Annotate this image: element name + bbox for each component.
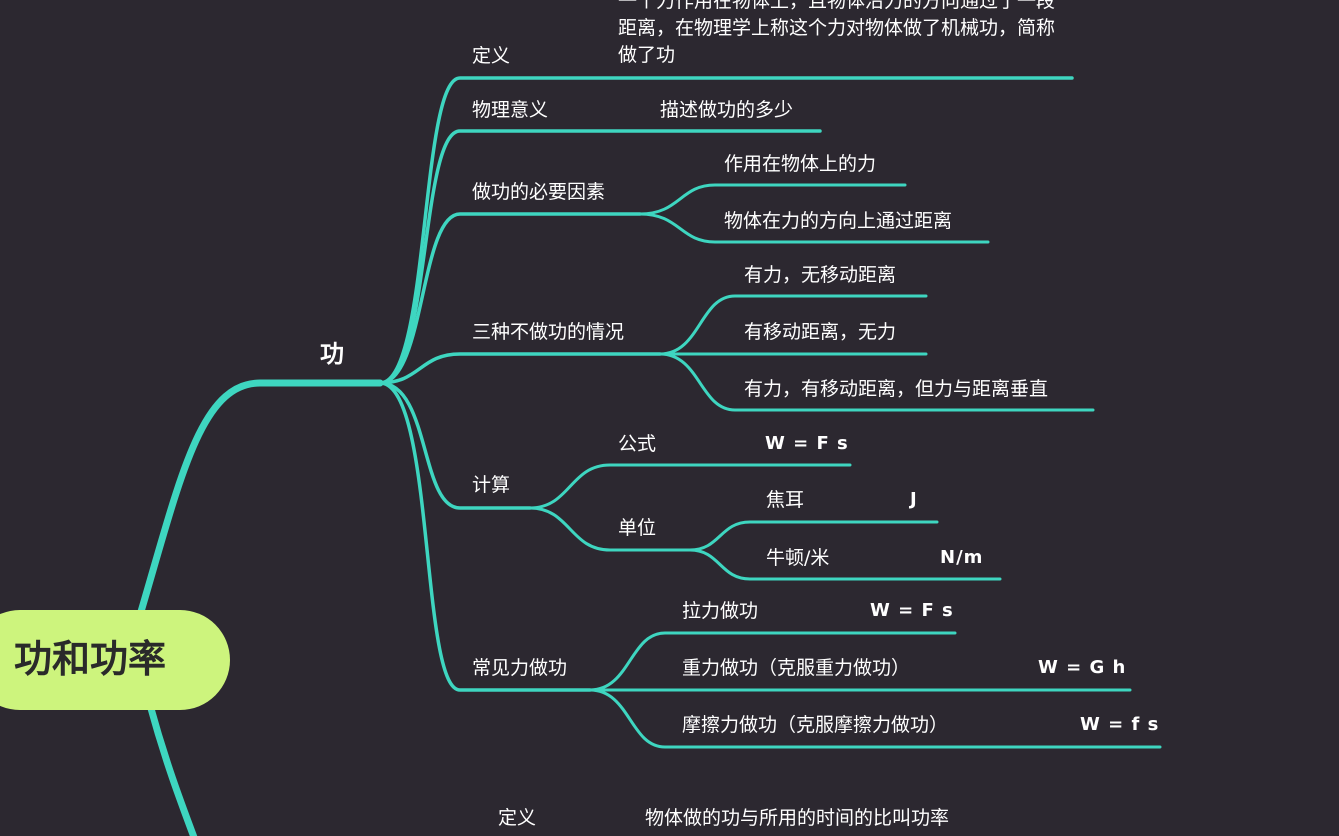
link-factor-2 — [638, 212, 990, 244]
link-formula — [528, 463, 852, 510]
common-item-name: 摩擦力做功（克服摩擦力做功） — [682, 714, 949, 736]
root-node[interactable] — [0, 610, 230, 710]
formula-label[interactable]: 公式 — [618, 433, 657, 455]
root-title: 功和功率 — [14, 637, 167, 681]
common-item-formula: W = f s — [1080, 714, 1160, 735]
link-unit-1 — [688, 520, 939, 552]
trunk-to-power — [146, 701, 198, 836]
link-no-work — [378, 352, 662, 385]
no-work-label[interactable]: 三种不做功的情况 — [472, 321, 625, 343]
link-common — [378, 381, 592, 692]
unit-symbol: J — [910, 489, 918, 510]
link-calc — [378, 381, 532, 510]
common-item-formula: W = G h — [1038, 657, 1127, 678]
unit-label[interactable]: 单位 — [618, 517, 657, 539]
work-meaning-text: 描述做功的多少 — [660, 99, 794, 121]
work-factors-label[interactable]: 做功的必要因素 — [472, 181, 606, 203]
work-definition-text: 一个力作用在物体上，且物体沿力的方向通过了一段距离，在物理学上称这个力对物体做了… — [618, 0, 1056, 66]
trunk-to-work — [136, 379, 384, 619]
link-nowork-1 — [658, 294, 928, 356]
work-definition-label[interactable]: 定义 — [472, 45, 511, 67]
no-work-item: 有移动距离，无力 — [744, 321, 897, 343]
link-common-1 — [588, 631, 957, 692]
unit-name: 焦耳 — [766, 489, 805, 511]
power-definition-label[interactable]: 定义 — [498, 807, 537, 829]
link-unit — [528, 506, 692, 552]
common-item-formula: W = F s — [870, 600, 954, 621]
work-factor-item: 作用在物体上的力 — [724, 153, 877, 175]
common-item-name: 拉力做功 — [682, 600, 759, 622]
power-definition-text: 物体做的功与所用的时间的比叫功率 — [645, 807, 950, 829]
no-work-item: 有力，有移动距离，但力与距离垂直 — [744, 378, 1049, 400]
link-nowork-3 — [658, 352, 1095, 412]
calc-label[interactable]: 计算 — [472, 474, 511, 496]
link-common-3 — [588, 688, 1162, 749]
common-item-name: 重力做功（克服重力做功） — [682, 657, 911, 679]
common-label[interactable]: 常见力做功 — [472, 657, 568, 679]
no-work-item: 有力，无移动距离 — [744, 264, 897, 286]
link-unit-2 — [688, 548, 1002, 581]
work-factor-item: 物体在力的方向上通过距离 — [724, 210, 953, 232]
unit-symbol: N/m — [940, 547, 984, 568]
unit-name: 牛顿/米 — [766, 547, 830, 569]
work-meaning-label[interactable]: 物理意义 — [472, 99, 549, 121]
link-factors — [378, 212, 642, 385]
link-factor-1 — [638, 183, 907, 216]
formula-text: W = F s — [765, 433, 849, 454]
work-title[interactable]: 功 — [320, 340, 344, 368]
